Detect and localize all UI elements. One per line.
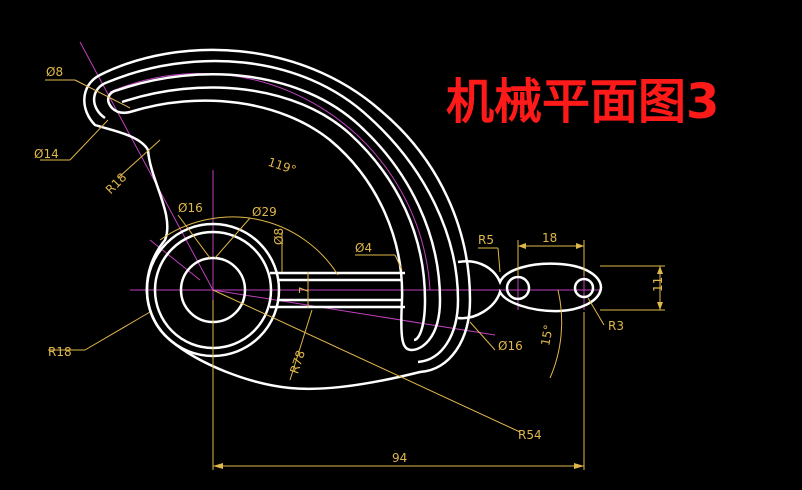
leader-d8-top-2 — [74, 79, 131, 109]
arm-edges — [270, 271, 405, 309]
outer-boundary — [83, 48, 472, 391]
centerline-arc-outer — [109, 73, 431, 291]
arrow-18-right — [576, 243, 584, 249]
leader-r54 — [212, 289, 521, 433]
curved-slot-outer — [106, 73, 442, 352]
arc-angle-15 — [549, 289, 563, 379]
label-d16-left: Ø16 — [178, 201, 203, 215]
leader-d14-2 — [69, 119, 109, 161]
label-seven: 7 — [297, 286, 311, 294]
leader-d16-right — [469, 321, 496, 351]
arrow-11-top — [657, 266, 663, 274]
label-angle-15: 15° — [538, 324, 555, 347]
label-d16-right: Ø16 — [498, 339, 523, 353]
label-angle-119: 119° — [266, 155, 298, 177]
label-r18-top: R18 — [103, 170, 130, 197]
leader-r18-top — [117, 139, 161, 179]
label-d14: Ø14 — [34, 147, 59, 161]
arrow-11-bottom — [657, 302, 663, 310]
centerline-short — [149, 239, 201, 281]
leader-r18-left-2 — [84, 311, 151, 351]
label-r3: R3 — [608, 319, 624, 333]
label-ninety-four: 94 — [392, 451, 407, 465]
tip-hole-right — [573, 277, 595, 299]
leader-d16-left — [177, 214, 211, 259]
arrow-18-left — [518, 243, 526, 249]
leader-r78 — [289, 309, 313, 381]
label-d8-top: Ø8 — [46, 65, 63, 79]
tip-hole-left — [505, 275, 531, 301]
leader-d29 — [214, 217, 251, 259]
tip-outline — [457, 259, 603, 320]
part-outline — [83, 48, 603, 391]
label-r5: R5 — [478, 233, 494, 247]
label-eleven: 11 — [651, 277, 665, 292]
label-r78: R78 — [287, 349, 308, 376]
label-d8-vert: Ø8 — [272, 228, 286, 245]
arc-angle-119 — [159, 216, 339, 276]
label-d4: Ø4 — [355, 241, 372, 255]
dimension-lines — [40, 79, 665, 470]
outer-boundary-inner — [92, 59, 460, 364]
label-r18-left: R18 — [48, 345, 72, 359]
leader-r5-2 — [497, 247, 501, 273]
label-r54: R54 — [518, 428, 542, 442]
arrow-94-right — [574, 463, 584, 469]
label-eighteen: 18 — [542, 231, 557, 245]
centerlines — [79, 41, 602, 340]
arrow-94-left — [213, 463, 223, 469]
curved-slot-inner — [121, 86, 427, 342]
arrowheads — [213, 243, 663, 469]
drawing-title: 机械平面图3 — [446, 74, 719, 130]
label-d29: Ø29 — [252, 205, 277, 219]
centerline-diagonal — [79, 41, 214, 291]
leader-d4-2 — [394, 254, 403, 271]
centerline-lower — [212, 289, 496, 336]
arm-inner-edges — [278, 278, 402, 302]
leader-r3 — [587, 297, 605, 326]
